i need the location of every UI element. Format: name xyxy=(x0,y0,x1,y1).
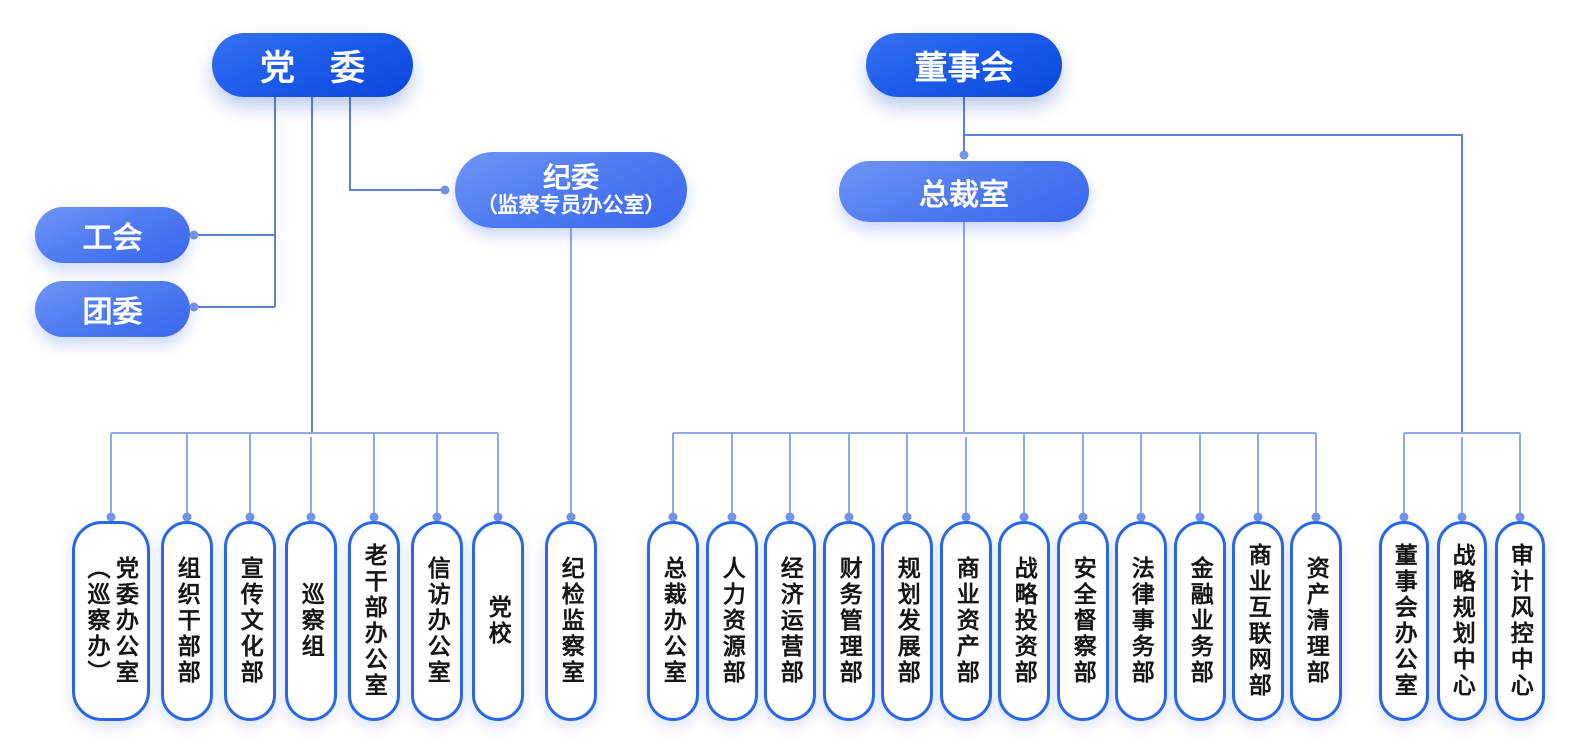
dept-box-publicity-culture: 宣传文化部 xyxy=(224,521,276,721)
dept-label: 战略投资部 xyxy=(1011,556,1038,686)
dept-label: 战略规划中心 xyxy=(1449,543,1476,699)
dept-box-president-general-office: 总裁办公室 xyxy=(647,521,699,721)
dept-box-veteran-cadre-office: 老干部办公室 xyxy=(348,521,400,721)
dept-label: 安全督察部 xyxy=(1070,556,1097,686)
dept-label: 规划发展部 xyxy=(894,556,921,686)
dept-box-audit-risk-center: 审计风控中心 xyxy=(1495,521,1545,721)
dept-label: 商业互联网部 xyxy=(1245,543,1272,699)
dept-box-legal-affairs: 法律事务部 xyxy=(1115,521,1167,721)
dept-label: 金融业务部 xyxy=(1187,556,1214,686)
dept-label: 人力资源部 xyxy=(719,556,746,686)
dept-label: 审计风控中心 xyxy=(1507,543,1534,699)
dept-box-party-committee-office: 党委办公室 （巡察办） xyxy=(72,521,150,721)
dept-label: 商业资产部 xyxy=(953,556,980,686)
dept-label: 信访办公室 xyxy=(424,556,451,686)
node-youth-league: 团委 xyxy=(35,281,190,337)
node-board-label: 董事会 xyxy=(914,49,1014,86)
node-discipline-subtitle: （监察专员办公室） xyxy=(476,194,666,218)
dept-label: 董事会办公室 xyxy=(1391,543,1418,699)
dept-label: 组织干部部 xyxy=(174,556,201,686)
node-board-of-directors: 董事会 xyxy=(866,33,1062,97)
node-discipline-title: 纪委 xyxy=(542,161,599,193)
dept-label: 党校 xyxy=(485,595,512,647)
dept-box-party-school: 党校 xyxy=(472,521,524,721)
dept-label: 纪检监察室 xyxy=(558,556,585,686)
node-labor-union-label: 工会 xyxy=(82,222,143,255)
dept-label: 党委办公室 xyxy=(112,556,139,686)
dept-label: 经济运营部 xyxy=(777,556,804,686)
dept-box-petition-office: 信访办公室 xyxy=(411,521,463,721)
dept-label: 巡察组 xyxy=(298,582,325,660)
dept-label: 老干部办公室 xyxy=(361,543,388,699)
dept-box-safety-supervision: 安全督察部 xyxy=(1057,521,1109,721)
node-party-committee: 党 委 xyxy=(212,33,413,97)
node-labor-union: 工会 xyxy=(35,207,190,263)
dept-box-financial-business: 金融业务部 xyxy=(1174,521,1226,721)
dept-box-board-office: 董事会办公室 xyxy=(1379,521,1429,721)
dept-box-discipline-inspection-office: 纪检监察室 xyxy=(545,521,597,721)
connector-dots xyxy=(106,150,1525,522)
node-president-office: 总裁室 xyxy=(839,161,1089,222)
dept-box-strategic-investment: 战略投资部 xyxy=(998,521,1050,721)
dept-box-organization-cadre: 组织干部部 xyxy=(161,521,213,721)
node-president-office-label: 总裁室 xyxy=(919,178,1009,212)
dept-box-finance-management: 财务管理部 xyxy=(823,521,875,721)
dept-box-inspection-team: 巡察组 xyxy=(285,521,337,721)
dept-label: 财务管理部 xyxy=(836,556,863,686)
dept-box-commercial-internet: 商业互联网部 xyxy=(1232,521,1284,721)
dept-box-planning-development: 规划发展部 xyxy=(881,521,933,721)
dept-label-note: （巡察办） xyxy=(84,556,110,686)
dept-box-asset-liquidation: 资产清理部 xyxy=(1290,521,1342,721)
dept-label: 资产清理部 xyxy=(1303,556,1330,686)
dept-box-human-resources: 人力资源部 xyxy=(706,521,758,721)
dept-label: 总裁办公室 xyxy=(660,556,687,686)
dept-label: 宣传文化部 xyxy=(237,556,264,686)
dept-box-strategic-planning-center: 战略规划中心 xyxy=(1437,521,1487,721)
dept-box-economic-operation: 经济运营部 xyxy=(764,521,816,721)
node-discipline-committee: 纪委 （监察专员办公室） xyxy=(455,152,687,228)
dept-box-commercial-assets: 商业资产部 xyxy=(940,521,992,721)
dept-label: 法律事务部 xyxy=(1128,556,1155,686)
node-party-committee-label: 党 委 xyxy=(259,48,365,88)
node-youth-league-label: 团委 xyxy=(82,296,143,329)
